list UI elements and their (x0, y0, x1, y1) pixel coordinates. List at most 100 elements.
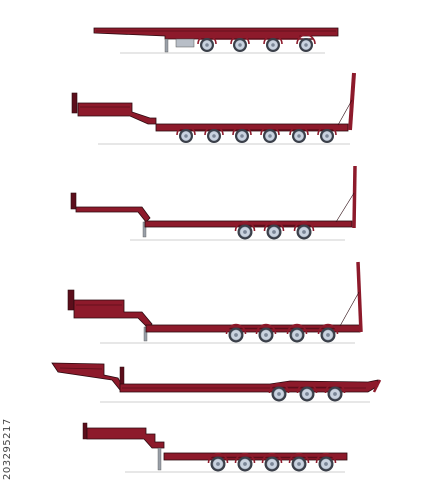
hub (297, 462, 301, 466)
fender (317, 125, 337, 136)
fender (296, 382, 318, 394)
wheel (263, 34, 283, 52)
wheel (230, 34, 250, 52)
hub (270, 462, 274, 466)
fender (255, 323, 277, 335)
wheel (197, 34, 217, 52)
hub (297, 134, 301, 138)
hub (305, 392, 309, 396)
fender (289, 125, 309, 136)
fender (268, 382, 290, 394)
fender (176, 125, 196, 136)
hub (268, 134, 272, 138)
hub (234, 333, 238, 337)
wheel (289, 125, 309, 143)
hub (326, 333, 330, 337)
stanchion (119, 366, 125, 387)
ramp-cable (339, 291, 360, 327)
fender (315, 452, 337, 464)
hub (324, 462, 328, 466)
gooseneck-column (71, 92, 78, 114)
wheel (232, 125, 252, 143)
fender (225, 323, 247, 335)
gooseneck-column (67, 289, 75, 311)
fender (232, 125, 252, 136)
hub (205, 43, 209, 47)
landing-leg (164, 38, 169, 53)
fender (207, 452, 229, 464)
gooseneck (75, 206, 151, 223)
hub (325, 134, 329, 138)
wheel (288, 452, 310, 472)
wheel (255, 323, 277, 343)
low-deck (155, 123, 349, 132)
wheel (315, 452, 337, 472)
fender (234, 220, 256, 232)
hub (240, 134, 244, 138)
trailer-3 (70, 165, 357, 241)
deck (93, 27, 339, 40)
fender (234, 452, 256, 464)
wheel (324, 382, 346, 402)
wheel (317, 323, 339, 343)
hub (264, 333, 268, 337)
hub (216, 462, 220, 466)
trailer-4 (67, 261, 363, 344)
landing-leg (157, 447, 162, 471)
hub (295, 333, 299, 337)
hub (333, 392, 337, 396)
wheel (317, 125, 337, 143)
hub (277, 392, 281, 396)
hub (184, 134, 188, 138)
ramp-cable (337, 99, 353, 126)
gooseneck (73, 299, 153, 329)
wheel (234, 452, 256, 472)
wheel (261, 452, 283, 472)
rear-ramp (372, 379, 382, 393)
fender (293, 220, 315, 232)
stock-id-watermark: 203295217 (2, 418, 13, 480)
hub (271, 43, 275, 47)
wheel (204, 125, 224, 143)
ramp (348, 72, 356, 131)
fender (288, 452, 310, 464)
wheel (296, 34, 316, 52)
trailer-6 (82, 422, 348, 473)
fender (230, 34, 250, 45)
fender (296, 34, 316, 45)
fender (263, 220, 285, 232)
trailer-5 (51, 362, 382, 403)
front-deck (51, 362, 123, 391)
hub (302, 230, 306, 234)
gooseneck (77, 102, 157, 125)
wheel (234, 220, 256, 240)
fender (197, 34, 217, 45)
hub (238, 43, 242, 47)
hub (272, 230, 276, 234)
wheel (207, 452, 229, 472)
fender (260, 125, 280, 136)
hub (243, 230, 247, 234)
fender (263, 34, 283, 45)
gooseneck-column (70, 192, 77, 210)
wheel (286, 323, 308, 343)
fender (204, 125, 224, 136)
fender (317, 323, 339, 335)
ramp-cable (335, 192, 355, 223)
wheel (293, 220, 315, 240)
wheel (263, 220, 285, 240)
landing-leg (142, 221, 147, 238)
fender (261, 452, 283, 464)
landing-leg (143, 326, 148, 342)
ramp (352, 165, 357, 229)
wheel (296, 382, 318, 402)
deck (163, 452, 348, 461)
gooseneck (86, 427, 165, 449)
wheel (268, 382, 290, 402)
toolbox (175, 38, 195, 48)
hub (243, 462, 247, 466)
front-rail (59, 367, 103, 370)
wheel (260, 125, 280, 143)
trailer-2 (71, 72, 356, 145)
